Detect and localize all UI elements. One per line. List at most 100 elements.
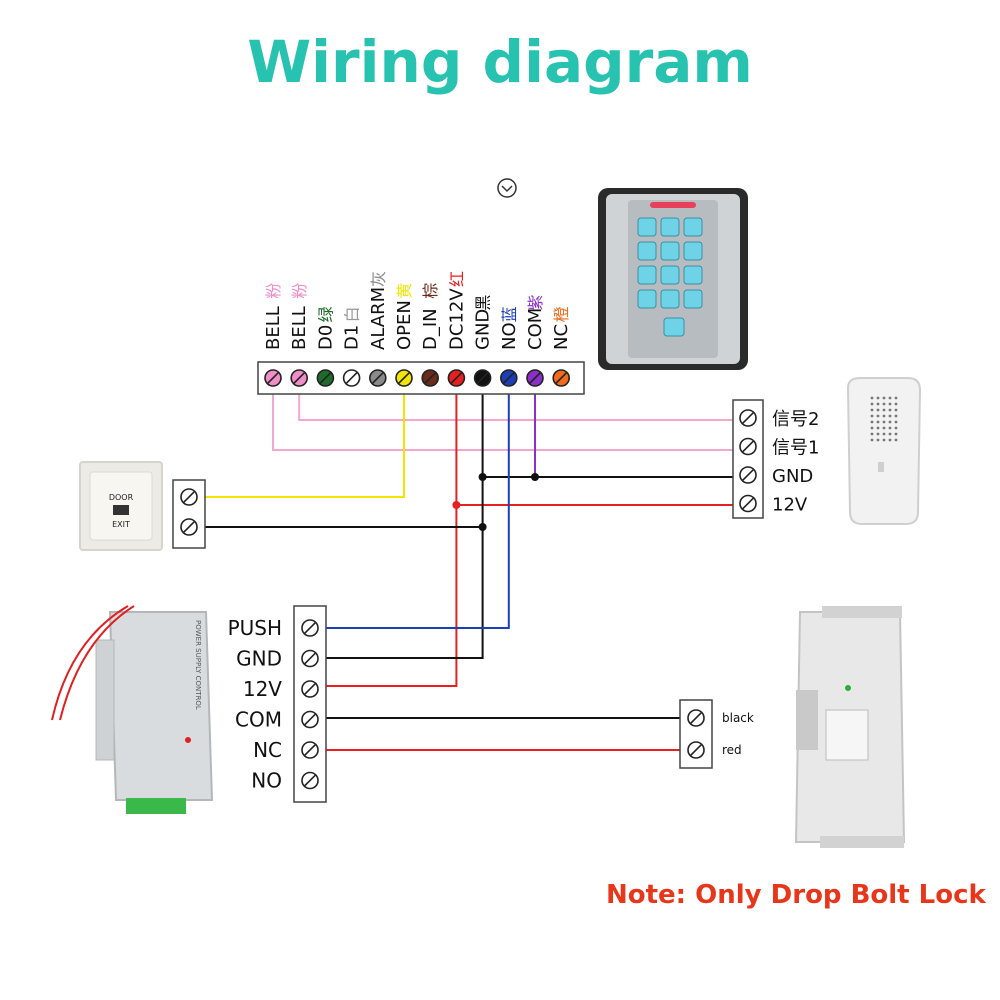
controller-terminal-0	[264, 369, 282, 387]
speaker-hole	[888, 432, 892, 436]
speaker-hole	[894, 426, 898, 430]
screw-slot	[293, 372, 305, 384]
controller-label-open: OPEN	[394, 300, 415, 350]
controller-color-3: 白	[343, 306, 362, 322]
controller-color-6: 棕	[421, 283, 440, 299]
psu-terminal-0	[301, 619, 319, 637]
speaker-hole	[876, 426, 880, 430]
speaker-hole	[888, 414, 892, 418]
screw-slot	[304, 652, 316, 665]
screw-slot	[503, 372, 515, 384]
psu-terminal-3	[301, 710, 319, 729]
doorbell-terminal-3	[739, 494, 757, 513]
psu-label-no: NO	[251, 769, 282, 793]
doorbell-terminal-1	[739, 437, 757, 456]
screw-slot	[529, 372, 541, 384]
speaker-hole	[870, 420, 874, 424]
speaker-hole	[888, 420, 892, 424]
lock-wire-label-red: red	[722, 743, 742, 757]
controller-color-8: 黑	[474, 295, 493, 311]
screw-slot	[345, 372, 358, 384]
controller-color-5: 黄	[395, 283, 414, 299]
doorbell-label-0: 信号2	[772, 409, 819, 430]
screw-slot	[398, 372, 410, 384]
speaker-hole	[888, 396, 892, 400]
gnd-wire	[481, 386, 740, 478]
speaker-hole	[888, 402, 892, 406]
gnd-psu-wire	[310, 477, 484, 659]
controller-label-d0: D0	[315, 325, 336, 350]
controller-label-dc12v: DC12V	[446, 288, 467, 350]
controller-color-7: 红	[447, 271, 466, 287]
screw-slot	[319, 372, 332, 384]
psu-terminal-1	[301, 649, 319, 668]
doorbell-terminal-2	[739, 466, 757, 484]
keypad-key	[683, 217, 703, 237]
speaker-hole	[888, 426, 892, 430]
speaker-hole	[876, 396, 880, 400]
screw-slot	[555, 372, 567, 384]
speaker-hole	[876, 402, 880, 406]
speaker-hole	[876, 432, 880, 436]
controller-color-9: 蓝	[500, 306, 519, 322]
speaker-hole	[870, 402, 874, 406]
screw-slot	[304, 622, 316, 634]
speaker-hole	[882, 402, 886, 406]
controller-terminal-8	[473, 369, 492, 387]
exit-button-door-text: DOOR	[109, 493, 134, 502]
speaker-hole	[894, 432, 898, 436]
lock-wire-label-black: black	[722, 711, 754, 725]
screw-slot	[183, 491, 195, 503]
controller-label-gnd: GND	[473, 309, 494, 350]
psu-terminal-2	[301, 680, 319, 698]
speaker-hole	[870, 396, 874, 400]
screw-slot	[372, 372, 384, 384]
drop-bolt-lock-image	[794, 606, 906, 848]
controller-terminal-9	[499, 369, 518, 387]
lock-terminal-1	[687, 741, 705, 759]
chevron-down-circle-icon	[497, 178, 517, 198]
speaker-hole	[894, 396, 898, 400]
controller-label-bell: BELL	[289, 306, 310, 350]
keypad-key	[660, 265, 680, 285]
controller-color-0: 粉	[264, 283, 283, 299]
screw-slot	[742, 412, 754, 424]
psu-label-push: PUSH	[228, 616, 282, 640]
exit-button-image: DOOR EXIT	[79, 461, 163, 551]
screw-slot	[742, 469, 754, 481]
keypad-key	[683, 289, 703, 309]
exit-terminal-0	[180, 488, 198, 506]
controller-terminal-7	[447, 369, 466, 387]
psu-label-com: COM	[235, 708, 282, 732]
doorbell-terminal-0	[739, 409, 757, 427]
speaker-hole	[870, 414, 874, 418]
keypad-key	[683, 265, 703, 285]
speaker-hole	[882, 408, 886, 412]
controller-terminal-3	[342, 369, 361, 387]
controller-color-2: 绿	[316, 306, 335, 322]
speaker-hole	[888, 408, 892, 412]
controller-label-com: COM	[525, 308, 546, 350]
wire-junction	[478, 523, 487, 531]
exit-button-exit-text: EXIT	[112, 520, 130, 529]
keypad-key	[660, 217, 680, 237]
speaker-hole	[882, 420, 886, 424]
controller-terminal-5	[395, 369, 413, 387]
controller-terminal-1	[290, 369, 309, 387]
speaker-hole	[894, 408, 898, 412]
speaker-hole	[876, 420, 880, 424]
controller-color-4: 灰	[369, 271, 388, 287]
screw-slot	[304, 683, 316, 695]
psu-terminal-5	[301, 771, 319, 790]
screw-slot	[304, 744, 316, 756]
speaker-hole	[888, 438, 892, 442]
keypad-key	[637, 289, 657, 309]
wire-junction	[531, 473, 539, 481]
keypad-key	[660, 289, 680, 309]
doorbell-label-3: 12V	[772, 495, 808, 516]
controller-terminal-6	[421, 369, 440, 387]
